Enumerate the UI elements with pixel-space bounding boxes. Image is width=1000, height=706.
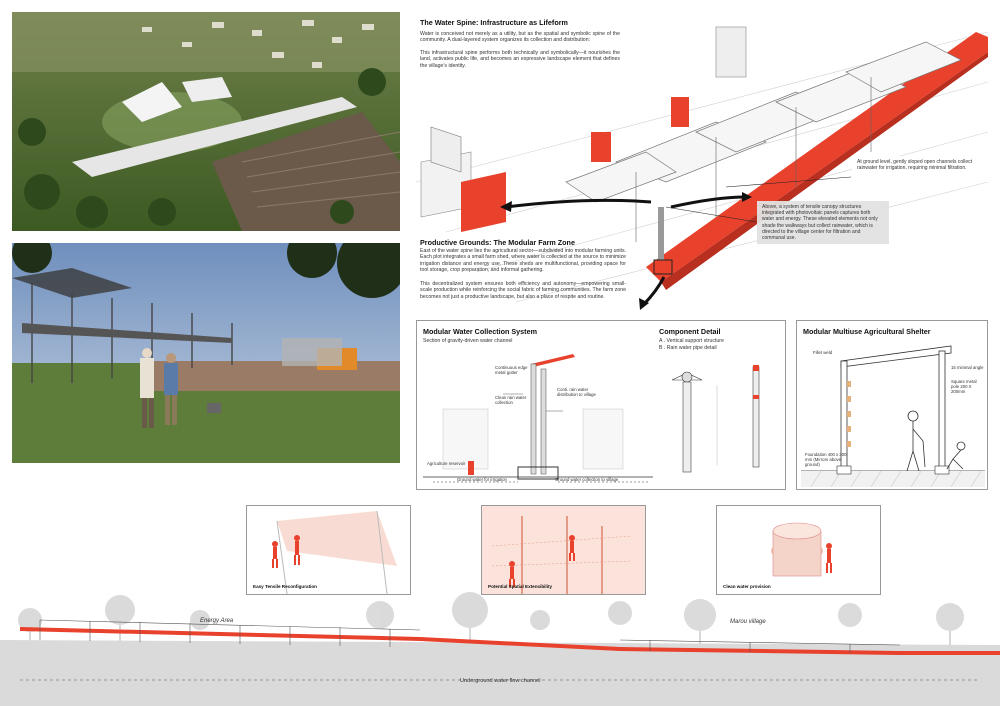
energy-area-label: Energy Area xyxy=(200,618,234,624)
water-collection-subtitle: Section of gravity-driven water channel xyxy=(423,338,513,344)
ground-irrigation-label: Ground water for irrigation xyxy=(457,477,507,482)
ground-village-label: Ground water collection to village xyxy=(555,477,619,482)
water-channel-section-drawing xyxy=(423,354,653,483)
metal-pole-label: Square metal pole 200 X 200mm xyxy=(951,379,977,394)
shelter-section-drawing xyxy=(801,345,985,487)
component-b-label: B . Rain water pipe detail xyxy=(659,345,717,351)
water-collection-title: Modular Water Collection System xyxy=(423,327,537,336)
fillet-weld-label: Fillet weld xyxy=(813,350,833,355)
water-spine-diagram xyxy=(415,12,989,312)
reservoir-label: Agriculture reservoir xyxy=(427,461,466,466)
productive-grounds-title: Productive Grounds: The Modular Farm Zon… xyxy=(420,238,575,247)
angle-label: 15 minimal angle xyxy=(951,365,984,370)
clean-water-label: Clean rain water collection xyxy=(495,395,527,405)
vignette-spatial: Potential Spatial Extensibility xyxy=(481,505,646,595)
water-collection-panel: Modular Water Collection System Section … xyxy=(416,320,786,490)
vignette-spatial-caption: Potential Spatial Extensibility xyxy=(488,584,553,589)
aerial-render-photo xyxy=(12,12,400,231)
eye-level-render-photo xyxy=(12,243,400,463)
component-detail-drawing xyxy=(671,365,760,473)
distribution-label: Conti. rain water distribution to villag… xyxy=(557,387,596,397)
canopy-callout: Above, a system of tensile canopy struct… xyxy=(757,201,889,245)
water-spine-paragraph-1: Water is conceived not merely as a utili… xyxy=(420,31,620,44)
vignette-clean-water: Clean water provision xyxy=(716,505,881,595)
component-a-label: A . Vertical support structure xyxy=(659,338,724,344)
gutter-label: Continuous edge metal gutter xyxy=(495,365,528,375)
productive-grounds-paragraph-2: This decentralized system ensures both e… xyxy=(420,281,626,300)
marou-village-label: Marou village xyxy=(730,619,766,625)
shelter-title: Modular Multiuse Agricultural Shelter xyxy=(803,327,931,336)
foundation-label: Foundation 400 x 300 mm (Mirrors above g… xyxy=(805,452,847,467)
vignette-clean-water-caption: Clean water provision xyxy=(723,584,771,589)
shelter-panel: Modular Multiuse Agricultural Shelter Fi… xyxy=(796,320,988,490)
underground-channel-label: Underground water flow channel xyxy=(460,678,541,684)
component-detail-title: Component Detail xyxy=(659,327,721,336)
vignette-tensile: Easy Tensile Reconfiguration xyxy=(246,505,411,595)
long-section-drawing xyxy=(0,585,1000,706)
ground-level-callout: At ground level, gently sloped open chan… xyxy=(852,156,982,175)
productive-grounds-paragraph-1: East of the water spine lies the agricul… xyxy=(420,248,626,274)
water-spine-title: The Water Spine: Infrastructure as Lifef… xyxy=(420,18,568,27)
water-spine-paragraph-2: This infrastructural spine performs both… xyxy=(420,50,620,69)
vignette-tensile-caption: Easy Tensile Reconfiguration xyxy=(253,584,317,589)
